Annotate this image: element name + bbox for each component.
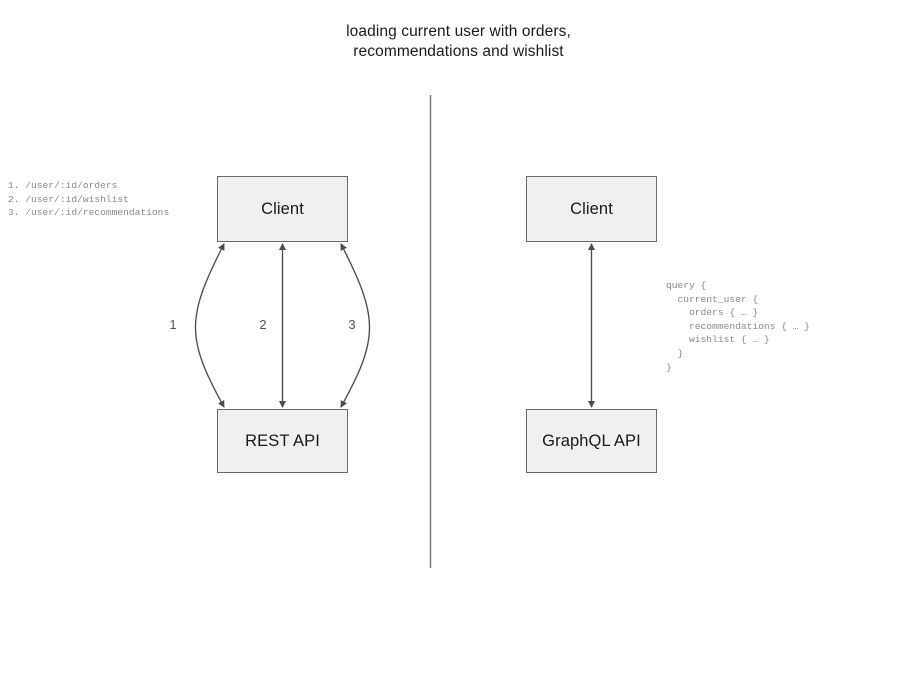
edge-label-3: 3 [348, 317, 356, 332]
node-graphql-api[interactable]: GraphQL API [526, 409, 657, 473]
node-graphql-client[interactable]: Client [526, 176, 657, 242]
edge-label-2: 2 [259, 317, 267, 332]
node-graphql-client-label: Client [570, 199, 613, 218]
node-rest-api-label: REST API [245, 431, 320, 450]
node-rest-api[interactable]: REST API [217, 409, 348, 473]
graphql-query-annotation: query { current_user { orders { … } reco… [666, 280, 810, 373]
title-line-1: loading current user with orders, [346, 23, 571, 40]
edge-label-1: 1 [169, 317, 177, 332]
node-rest-client[interactable]: Client [217, 176, 348, 242]
node-graphql-api-label: GraphQL API [542, 431, 641, 450]
title-line-2: recommendations and wishlist [353, 43, 564, 60]
node-rest-client-label: Client [261, 199, 304, 218]
rest-edge-1 [194, 243, 225, 408]
page-title: loading current user with orders, recomm… [0, 22, 917, 62]
rest-endpoints-annotation: 1. /user/:id/orders 2. /user/:id/wishlis… [8, 180, 170, 219]
